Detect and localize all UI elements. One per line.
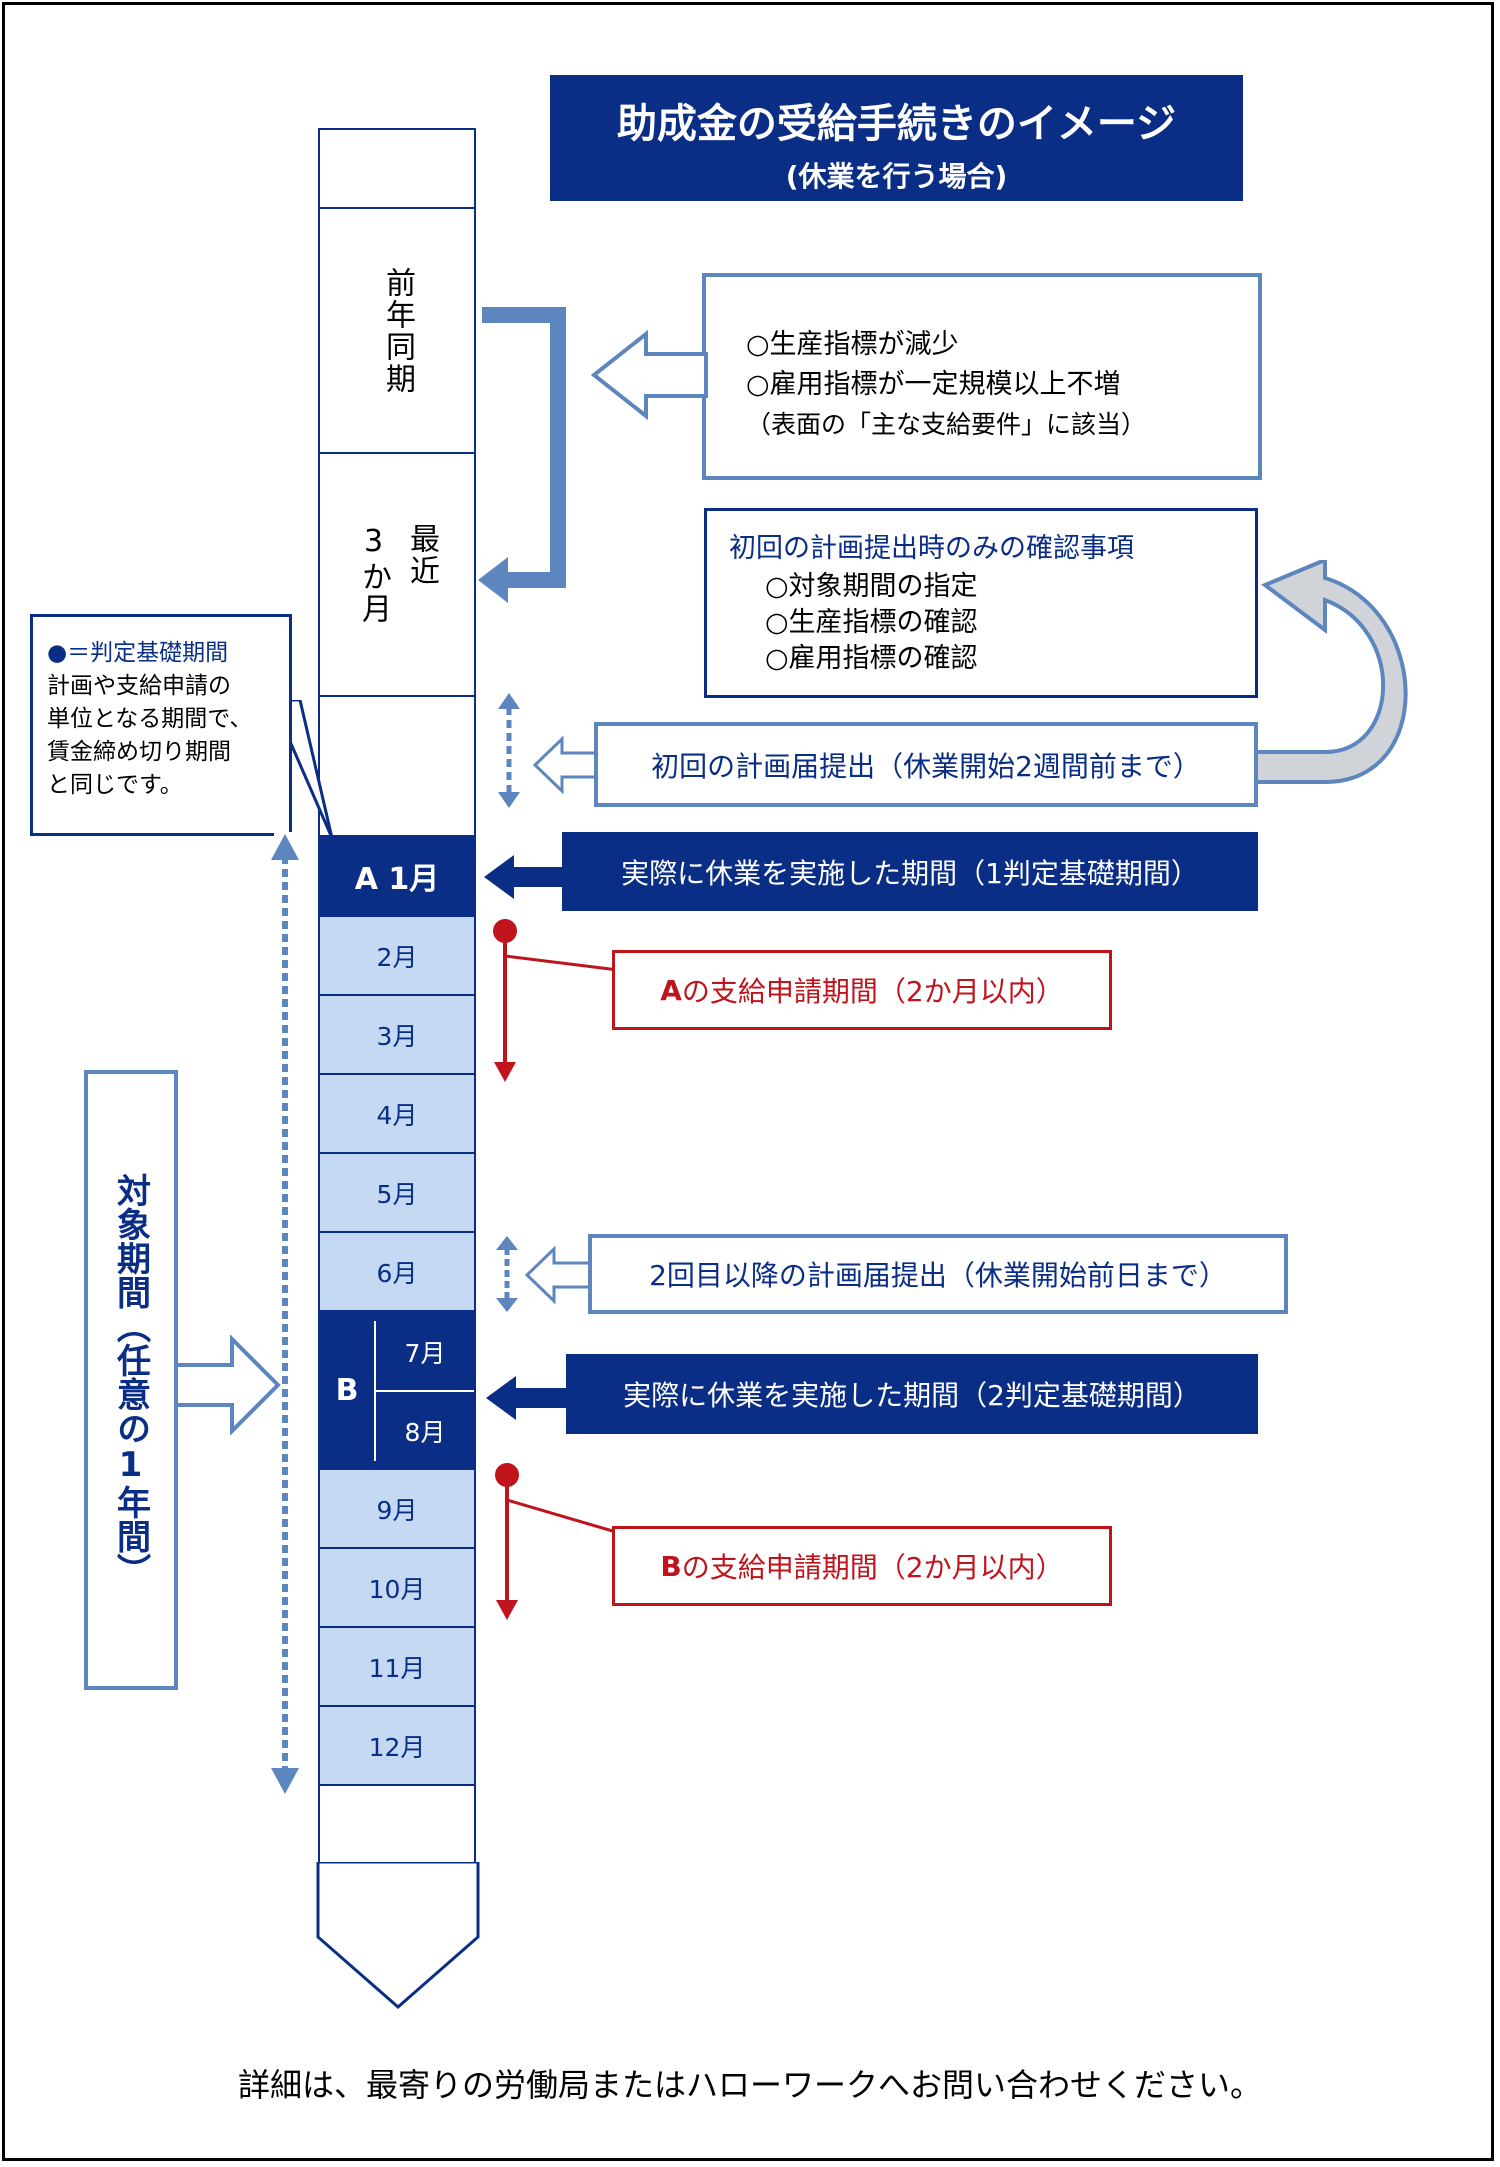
legend-body-2: 単位となる期間で、 bbox=[47, 706, 253, 732]
second-plan-hollow-arrow-icon bbox=[524, 1245, 594, 1305]
month-cell-9: 9月 bbox=[318, 1469, 476, 1548]
first-plan-submit-box: 初回の計画届提出（休業開始2週間前まで） bbox=[594, 722, 1258, 807]
page-subtitle: (休業を行う場合) bbox=[785, 160, 1008, 193]
apply-b-label: の支給申請期間（2か月以内） bbox=[681, 1551, 1064, 1584]
prev-year-label: 前年同期 bbox=[380, 266, 415, 395]
post-12-cell bbox=[318, 1785, 476, 1863]
month-a-label: A 1月 bbox=[354, 862, 440, 897]
legend-body-1: 計画や支給申請の bbox=[47, 673, 231, 699]
legend-box: ●＝判定基礎期間 計画や支給申請の 単位となる期間で、 賃金締め切り期間 と同じ… bbox=[30, 614, 292, 836]
first-plan-check-title: 初回の計画提出時のみの確認事項 bbox=[729, 533, 1134, 564]
legend-body-4: と同じです。 bbox=[47, 772, 183, 798]
timeline-top-cell bbox=[318, 128, 476, 208]
target-period-label: 対象期間（任意の1年間） bbox=[110, 1173, 151, 1587]
month-a-cell: A 1月 bbox=[318, 836, 476, 916]
month-label-6: 6月 bbox=[376, 1258, 418, 1288]
first-plan-check-box: 初回の計画提出時のみの確認事項 ○対象期間の指定 ○生産指標の確認 ○雇用指標の… bbox=[704, 508, 1258, 698]
month-label-9: 9月 bbox=[376, 1495, 418, 1525]
target-period-box: 対象期間（任意の1年間） bbox=[84, 1070, 178, 1690]
month-cell-5: 5月 bbox=[318, 1153, 476, 1232]
first-plan-check-item-3: ○雇用指標の確認 bbox=[765, 643, 978, 674]
prev-year-cell: 前年同期 bbox=[318, 208, 476, 453]
legend-body-3: 賃金締め切り期間 bbox=[47, 739, 231, 765]
legend-title: ●＝判定基礎期間 bbox=[47, 640, 229, 666]
month-label-11: 11月 bbox=[368, 1653, 426, 1683]
actual-leave-1-arrow-icon bbox=[484, 855, 564, 899]
curved-return-arrow-icon bbox=[1255, 560, 1408, 784]
month-cell-2: 2月 bbox=[318, 916, 476, 995]
column-arrowhead bbox=[316, 1862, 480, 2009]
page-title: 助成金の受給手続きのイメージ bbox=[616, 101, 1177, 147]
footer-note: 詳細は、最寄りの労働局またはハローワークへお問い合わせください。 bbox=[237, 2066, 1262, 2104]
month-label-5: 5月 bbox=[376, 1179, 418, 1209]
apply-a-marker-icon bbox=[493, 919, 619, 1082]
month-b-block: B 7月 8月 bbox=[318, 1311, 476, 1469]
month-label-7: 7月 bbox=[404, 1338, 446, 1368]
apply-a-label: の支給申請期間（2か月以内） bbox=[681, 975, 1064, 1008]
recent-3m-label-a: 最近 bbox=[404, 522, 439, 587]
month-cell-3: 3月 bbox=[318, 995, 476, 1074]
first-plan-double-arrow-icon bbox=[498, 693, 520, 808]
actual-leave-2-box: 実際に休業を実施した期間（2判定基礎期間） bbox=[566, 1354, 1258, 1434]
second-plan-submit-label: 2回目以降の計画届提出（休業開始前日まで） bbox=[649, 1259, 1227, 1292]
bracket-arrow-icon bbox=[478, 307, 566, 603]
apply-a-prefix: A bbox=[660, 973, 682, 1007]
first-plan-check-item-1: ○対象期間の指定 bbox=[765, 571, 978, 602]
month-label-10: 10月 bbox=[368, 1574, 426, 1604]
month-cell-4: 4月 bbox=[318, 1074, 476, 1153]
b-divider-horizontal bbox=[374, 1390, 474, 1392]
month-cell-10: 10月 bbox=[318, 1548, 476, 1627]
target-period-double-arrow-icon bbox=[271, 834, 299, 1794]
second-plan-double-arrow-icon bbox=[496, 1236, 518, 1312]
month-label-2: 2月 bbox=[376, 942, 418, 972]
month-cell-12: 12月 bbox=[318, 1706, 476, 1785]
second-plan-submit-box: 2回目以降の計画届提出（休業開始前日まで） bbox=[588, 1234, 1288, 1314]
month-label-8: 8月 bbox=[404, 1417, 446, 1447]
month-cell-11: 11月 bbox=[318, 1627, 476, 1706]
apply-b-marker-icon bbox=[495, 1463, 617, 1620]
first-plan-submit-label: 初回の計画届提出（休業開始2週間前まで） bbox=[651, 749, 1201, 783]
recent-3m-label-b: 3か月 bbox=[356, 524, 391, 625]
hollow-left-arrow-icon bbox=[590, 330, 708, 420]
requirements-line-3: （表面の「主な支給要件」に該当） bbox=[746, 410, 1147, 439]
apply-b-prefix: B bbox=[660, 1549, 682, 1583]
requirements-line-2: ○雇用指標が一定規模以上不増 bbox=[746, 369, 1121, 400]
requirements-line-1: ○生産指標が減少 bbox=[746, 329, 959, 360]
month-label-12: 12月 bbox=[368, 1732, 426, 1762]
title-banner: 助成金の受給手続きのイメージ (休業を行う場合) bbox=[550, 75, 1243, 201]
pre-a-cell bbox=[318, 696, 476, 836]
recent-3m-cell: 3か月 最近 bbox=[318, 453, 476, 696]
first-plan-check-item-2: ○生産指標の確認 bbox=[765, 607, 978, 638]
first-plan-hollow-arrow-icon bbox=[532, 735, 602, 795]
actual-leave-1-label: 実際に休業を実施した期間（1判定基礎期間） bbox=[621, 856, 1199, 890]
month-label-3: 3月 bbox=[376, 1021, 418, 1051]
month-b-label: B bbox=[335, 1372, 359, 1408]
actual-leave-1-box: 実際に休業を実施した期間（1判定基礎期間） bbox=[562, 832, 1258, 911]
actual-leave-2-arrow-icon bbox=[486, 1376, 566, 1420]
month-cell-6: 6月 bbox=[318, 1232, 476, 1311]
month-label-4: 4月 bbox=[376, 1100, 418, 1130]
actual-leave-2-label: 実際に休業を実施した期間（2判定基礎期間） bbox=[623, 1379, 1201, 1412]
requirements-box: ○生産指標が減少 ○雇用指標が一定規模以上不増 （表面の「主な支給要件」に該当） bbox=[702, 273, 1262, 480]
target-period-hollow-arrow-icon bbox=[174, 1335, 281, 1435]
